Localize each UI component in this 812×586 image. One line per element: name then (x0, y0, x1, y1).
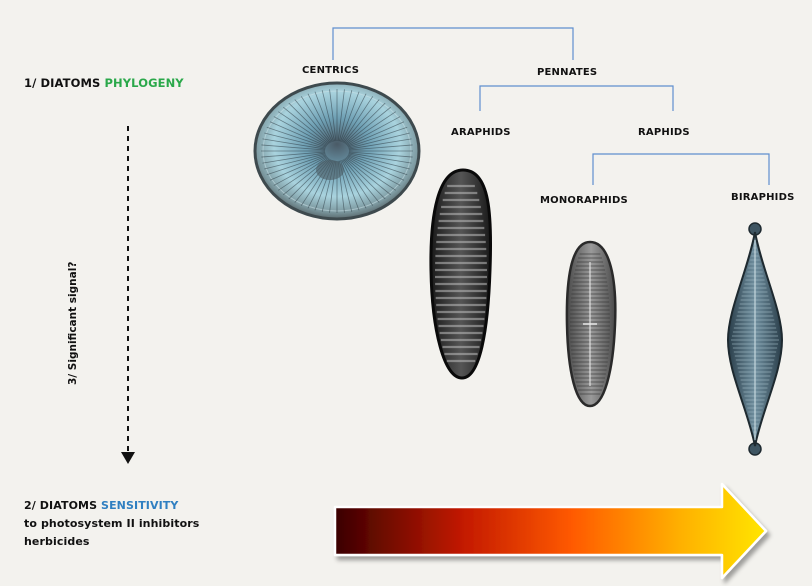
sensitivity-heading-line1: 2/ DIATOMS SENSITIVITY (24, 497, 199, 515)
taxon-monoraphids: MONORAPHIDS (540, 195, 628, 206)
significant-signal-label: 3/ Significant signal? (67, 262, 79, 385)
signal-dashed-arrow (121, 126, 135, 464)
taxon-pennates: PENNATES (537, 67, 597, 78)
taxon-centrics: CENTRICS (302, 65, 359, 76)
sensitivity-heading: 2/ DIATOMS SENSITIVITY to photosystem II… (24, 497, 199, 551)
biraphid-diatom-image (728, 223, 782, 455)
sensitivity-heading-line3: herbicides (24, 533, 199, 551)
araphid-diatom-image (431, 170, 491, 378)
phylogeny-heading-prefix: 1/ DIATOMS (24, 76, 105, 90)
taxon-araphids: ARAPHIDS (451, 127, 511, 138)
sensitivity-heading-line2: to photosystem II inhibitors (24, 515, 199, 533)
phylogeny-heading-highlight: PHYLOGENY (105, 76, 184, 90)
monoraphid-diatom-image (567, 242, 615, 406)
sensitivity-heading-prefix: 2/ DIATOMS (24, 499, 101, 512)
centric-diatom-image (255, 83, 419, 219)
taxon-raphids: RAPHIDS (638, 127, 690, 138)
taxon-biraphids: BIRAPHIDS (731, 192, 795, 203)
phylogeny-heading: 1/ DIATOMS PHYLOGENY (24, 76, 184, 90)
sensitivity-gradient-arrow (335, 484, 766, 578)
sensitivity-heading-highlight: SENSITIVITY (101, 499, 178, 512)
